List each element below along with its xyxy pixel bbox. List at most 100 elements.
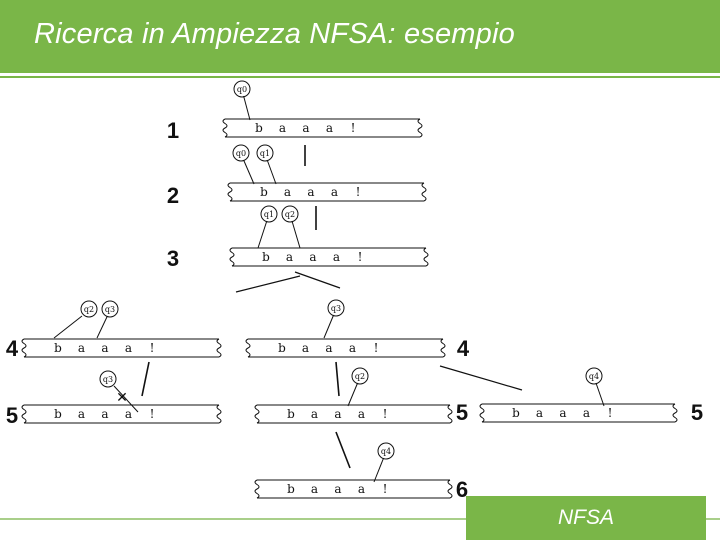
tape-step-2-symbol: b xyxy=(260,185,268,199)
tape-step-5-middle-left-break xyxy=(254,404,260,424)
tape-step-5-right-right-break xyxy=(672,403,678,423)
slide-title: Ricerca in Ampiezza NFSA: esempio xyxy=(34,18,515,50)
step-number: 5 xyxy=(691,400,703,425)
branch-line xyxy=(235,275,301,293)
step-number: 1 xyxy=(167,118,179,143)
tape-step-5-right-symbol: a xyxy=(559,406,566,420)
tape-step-1-left-break xyxy=(222,118,228,138)
state-node xyxy=(327,299,345,317)
state-node xyxy=(281,205,299,223)
state-pointer xyxy=(373,457,385,483)
state-label: q3 xyxy=(331,304,341,313)
state-label: q3 xyxy=(103,375,113,384)
branch-line xyxy=(294,271,341,289)
state-pointer xyxy=(96,315,108,339)
tape-step-1-symbol: a xyxy=(302,121,309,135)
state-node xyxy=(80,300,98,318)
tape-step-3-symbol: ! xyxy=(358,250,363,264)
state-label: q4 xyxy=(589,372,599,381)
tape-step-3-symbol: a xyxy=(309,250,316,264)
step-number: 4 xyxy=(6,336,19,361)
tape-step-4-left-symbol: b xyxy=(54,341,62,355)
tape-step-6-left-break xyxy=(254,479,260,499)
tape-step-5-left-symbol: ! xyxy=(150,407,155,421)
head-marker xyxy=(335,361,340,397)
tape-step-4-right-symbol: ! xyxy=(374,341,379,355)
step-number: 2 xyxy=(167,183,179,208)
tape-step-3-symbol: a xyxy=(333,250,340,264)
state-label: q2 xyxy=(84,305,94,314)
tape-step-6-symbol: a xyxy=(358,482,365,496)
tape-step-5-left-symbol: a xyxy=(125,407,132,421)
tape-step-6-right-break xyxy=(447,479,453,499)
tape-step-2-left-break xyxy=(227,182,233,202)
blocked-mark: ✕ xyxy=(116,390,128,406)
state-node xyxy=(260,205,278,223)
state-node xyxy=(585,367,603,385)
tape-step-4-right-symbol: a xyxy=(302,341,309,355)
state-pointer xyxy=(113,385,139,413)
tape-step-4-left-symbol: a xyxy=(101,341,108,355)
tape-step-2-symbol: a xyxy=(331,185,338,199)
state-node xyxy=(256,144,274,162)
footer-label: NFSA xyxy=(557,506,614,529)
head-marker xyxy=(335,431,351,469)
tape-step-2-right-break xyxy=(421,182,427,202)
tape-step-6-symbol: a xyxy=(334,482,341,496)
tape-step-5-left-left-break xyxy=(21,404,27,424)
footer-divider xyxy=(0,518,720,520)
tape-step-2-symbol: ! xyxy=(356,185,361,199)
step-number: 3 xyxy=(167,246,179,271)
tape-step-1-symbol: ! xyxy=(351,121,356,135)
tape-step-4-left-symbol: ! xyxy=(150,341,155,355)
tape-step-1-symbol: b xyxy=(255,121,263,135)
tape-step-3-symbol: a xyxy=(286,250,293,264)
tape-step-5-middle-symbol: b xyxy=(287,407,295,421)
state-label: q1 xyxy=(264,210,274,219)
footer-box: NFSA xyxy=(466,496,706,540)
tape-step-6-symbol: b xyxy=(287,482,295,496)
tape-step-5-right-symbol: ! xyxy=(608,406,613,420)
tape-step-5-right-symbol: a xyxy=(536,406,543,420)
tape-step-5-left-right-break xyxy=(216,404,222,424)
tape-step-4-left-symbol: a xyxy=(78,341,85,355)
tape-step-3-left-break xyxy=(229,247,235,267)
tape-step-4-left-right-break xyxy=(216,338,222,358)
step-number: 6 xyxy=(456,477,468,502)
tape-step-5-right-symbol: a xyxy=(583,406,590,420)
branch-line xyxy=(439,365,523,391)
tape-step-4-right-symbol: b xyxy=(278,341,286,355)
state-label: q0 xyxy=(236,149,246,158)
state-node xyxy=(233,80,251,98)
head-marker xyxy=(141,361,150,397)
state-node xyxy=(377,442,395,460)
tape-step-5-left-symbol: b xyxy=(54,407,62,421)
tape-step-2-symbol: a xyxy=(284,185,291,199)
tape-step-4-left-left-break xyxy=(21,338,27,358)
title-bar: Ricerca in Ampiezza NFSA: esempio xyxy=(0,0,720,73)
tape-step-5-middle-symbol: a xyxy=(358,407,365,421)
tape-step-5-middle-symbol: a xyxy=(334,407,341,421)
tape-step-5-right-left-break xyxy=(479,403,485,423)
state-node xyxy=(232,144,250,162)
state-pointer xyxy=(323,314,335,339)
state-label: q0 xyxy=(237,85,247,94)
header-divider xyxy=(0,76,720,78)
state-label: q1 xyxy=(260,149,270,158)
tape-step-4-left-symbol: a xyxy=(125,341,132,355)
tape-step-5-right-symbol: b xyxy=(512,406,520,420)
state-label: q2 xyxy=(285,210,295,219)
step-number: 5 xyxy=(6,403,18,428)
tape-step-5-middle-symbol: ! xyxy=(383,407,388,421)
tape-step-4-right-right-break xyxy=(440,338,446,358)
state-pointer xyxy=(53,315,83,339)
state-label: q4 xyxy=(381,447,391,456)
tape-step-3-symbol: b xyxy=(262,250,270,264)
state-node xyxy=(351,367,369,385)
tape-step-5-left-symbol: a xyxy=(101,407,108,421)
tape-step-1-symbol: a xyxy=(279,121,286,135)
tape-step-6-symbol: a xyxy=(311,482,318,496)
tape-step-4-right-symbol: a xyxy=(325,341,332,355)
state-pointer xyxy=(257,220,268,249)
